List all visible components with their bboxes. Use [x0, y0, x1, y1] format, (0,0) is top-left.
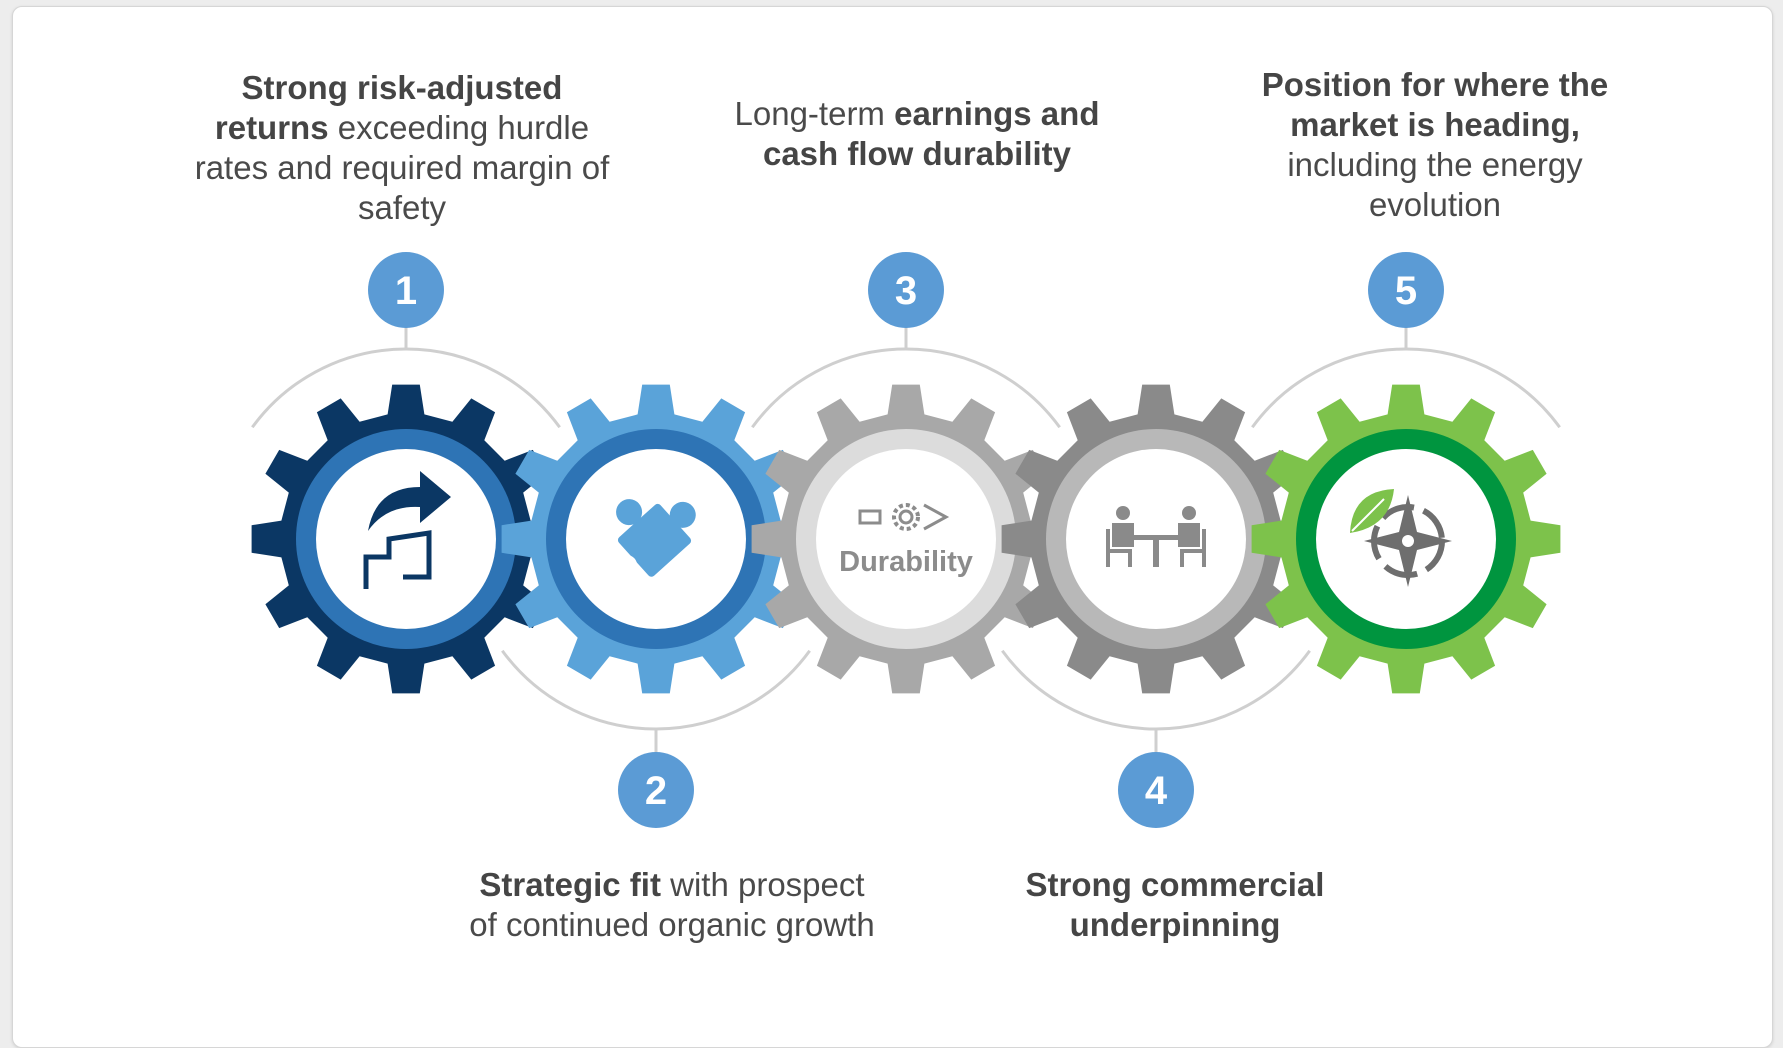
step-2-badge: 2: [618, 752, 694, 828]
step-1-number: 1: [395, 269, 417, 313]
step-2-caption: Strategic fit with prospect of continued…: [469, 866, 875, 943]
durability-gear-icon: Durability: [839, 503, 973, 578]
step-3-number: 3: [895, 269, 917, 313]
gear-process-diagram: 1 2 3 4 5 Durability: [251, 252, 1561, 828]
step-3-caption: Long-term earnings and cash flow durabil…: [734, 95, 1100, 172]
diagram-card: 1 2 3 4 5 Durability Strong risk-adjusted re…: [12, 6, 1773, 1048]
step-5-caption: Position for where the market is heading…: [1261, 66, 1609, 223]
gear-icons: Durability: [363, 471, 1452, 589]
gear-3-face: [816, 449, 996, 629]
step-2-number: 2: [645, 769, 667, 813]
step-4-number: 4: [1145, 769, 1168, 813]
meeting-table-icon: [1106, 506, 1206, 567]
number-badges: 1 2 3 4 5: [368, 252, 1444, 828]
durability-label: Durability: [839, 546, 973, 578]
step-4-badge: 4: [1118, 752, 1194, 828]
connector-arcs: [251, 327, 1561, 753]
gear-1: [251, 384, 561, 694]
step-1-caption: Strong risk-adjusted returns exceeding h…: [194, 69, 610, 226]
compass-leaf-icon: [1350, 489, 1452, 587]
step-5-number: 5: [1395, 269, 1417, 313]
step-4-caption: Strong commercial underpinning: [1025, 866, 1325, 943]
gears: [251, 384, 1561, 694]
step-3-badge: 3: [868, 252, 944, 328]
step-5-badge: 5: [1368, 252, 1444, 328]
gear-3: [751, 384, 1061, 694]
step-1-badge: 1: [368, 252, 444, 328]
gear-1-face: [316, 449, 496, 629]
puzzle-piece-icon: [615, 499, 696, 580]
return-arrow-icon: [363, 471, 451, 589]
